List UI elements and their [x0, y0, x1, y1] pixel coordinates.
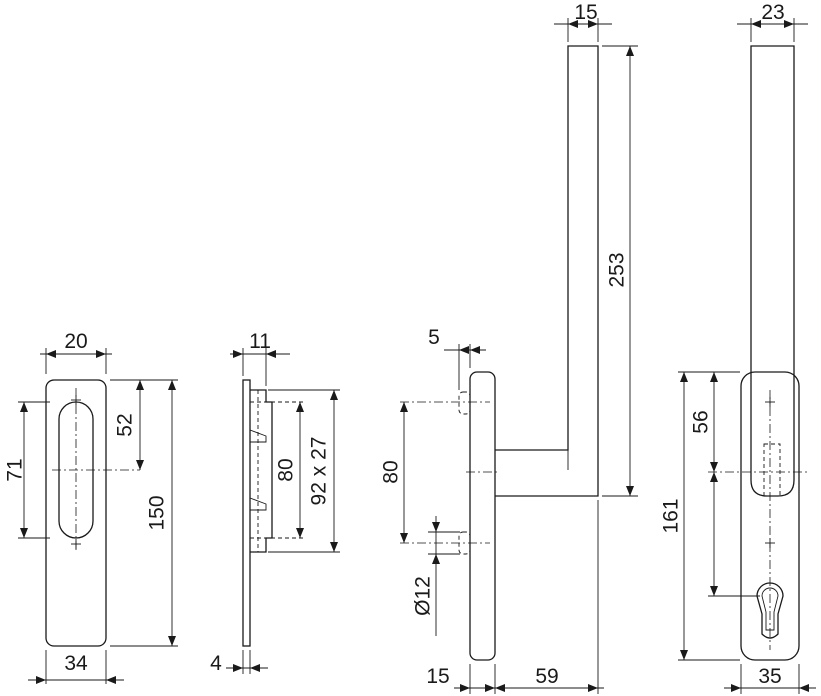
- handle-side-base: [469, 371, 496, 661]
- dim-rosette-spacing: 80: [275, 458, 298, 481]
- dim-handle-diameter: Ø12: [412, 576, 435, 616]
- dim-handle-length: 253: [606, 252, 629, 287]
- rosette-side-clip-lower: [249, 497, 267, 511]
- cross-mark-bottom: [765, 538, 775, 548]
- handle-front-lever: [750, 45, 795, 497]
- cross-mark-bottom: [71, 539, 81, 549]
- dim-rosette-slot-span: 71: [4, 458, 27, 481]
- cross-mark-top: [765, 397, 775, 407]
- rosette-plate-outline: [45, 379, 107, 647]
- dim-handle-spacing: 80: [380, 460, 403, 483]
- dim-rosette-screw-spec: 92 x 27: [308, 437, 331, 506]
- dim-handle-base-depth: 15: [426, 665, 449, 688]
- dim-handle-front-grip-width: 23: [761, 1, 784, 24]
- handle-side-lever: [495, 45, 599, 497]
- handle-front-base: [740, 371, 800, 661]
- dim-rosette-depth: 11: [249, 330, 271, 353]
- dim-handle-projection: 59: [535, 665, 558, 688]
- dim-rosette-base-width: 34: [64, 652, 88, 675]
- dim-handle-grip-width: 15: [574, 1, 597, 24]
- rosette-side-clip-upper: [249, 429, 267, 443]
- dim-rosette-width: 20: [64, 330, 87, 353]
- dim-handle-front-height: 161: [660, 498, 683, 533]
- rosette-side-body: [250, 389, 273, 553]
- rosette-front-view: 20 71 52 150 34: [4, 330, 178, 684]
- handle-side-view: 15 253 5 80 Ø12 15: [380, 1, 638, 694]
- rosette-side-view: 11 80 92 x 27 4: [210, 330, 340, 675]
- cylinder-lock-inner: [761, 587, 779, 631]
- cross-mark-top: [71, 395, 81, 405]
- handle-front-view: 23 56 161 35: [660, 1, 816, 694]
- dim-rosette-slot-upper: 52: [114, 413, 137, 436]
- dim-handle-front-upper: 56: [690, 410, 713, 433]
- dim-handle-front-base-width: 35: [758, 665, 781, 688]
- dim-rosette-plate: 4: [210, 652, 222, 675]
- rosette-side-plate: [242, 379, 251, 647]
- dim-handle-offset: 5: [428, 326, 440, 349]
- cylinder-lock-outline: [756, 582, 784, 639]
- dim-rosette-height: 150: [146, 495, 169, 530]
